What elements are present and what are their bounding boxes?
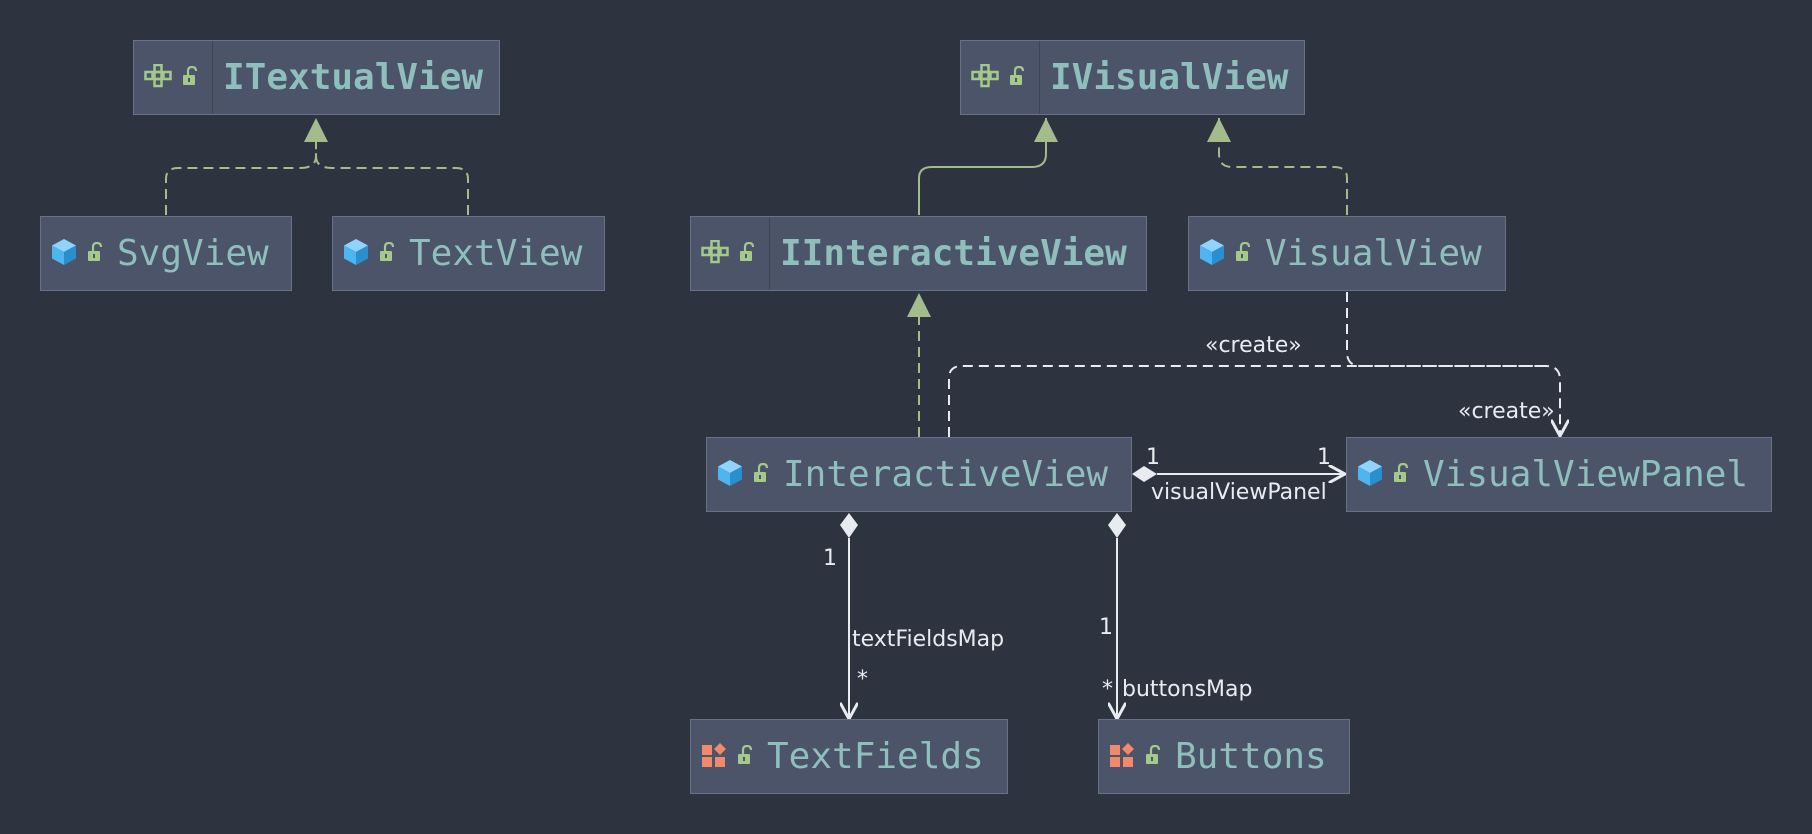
unlocked-icon: [1145, 744, 1163, 769]
node-svgview[interactable]: SvgView: [40, 216, 292, 291]
class-icon: [51, 238, 77, 270]
node-textview[interactable]: TextView: [332, 216, 605, 291]
association-multiplicity: *: [1102, 677, 1113, 702]
node-visualviewpanel[interactable]: VisualViewPanel: [1346, 437, 1772, 512]
node-name: Buttons: [1175, 736, 1327, 777]
interface-icon: [144, 63, 172, 92]
unlocked-icon: [1235, 241, 1253, 266]
node-icons: [961, 41, 1040, 114]
node-icons: [134, 41, 213, 114]
diamond-visualviewpanel: [1132, 466, 1157, 482]
create-label: «create»: [1205, 333, 1302, 358]
node-icons: [1189, 217, 1265, 290]
node-icons: [707, 438, 783, 511]
node-buttons[interactable]: Buttons: [1098, 719, 1350, 794]
association-multiplicity: *: [857, 667, 868, 692]
unlocked-icon: [739, 241, 757, 266]
unlocked-icon: [1393, 462, 1411, 487]
node-interactiveview[interactable]: InteractiveView: [706, 437, 1132, 512]
association-label: textFieldsMap: [852, 627, 1005, 652]
node-name: IVisualView: [1050, 57, 1289, 98]
unlocked-icon: [753, 462, 771, 487]
class-icon: [1199, 238, 1225, 270]
node-name: InteractiveView: [783, 454, 1109, 495]
class-icon: [343, 238, 369, 270]
node-icons: [1099, 720, 1175, 793]
node-name: TextFields: [767, 736, 984, 777]
node-textfields[interactable]: TextFields: [690, 719, 1008, 794]
edge-svgview-itextualview: [165, 118, 328, 215]
create-label: «create»: [1458, 399, 1555, 424]
class-icon: [717, 459, 743, 491]
edge-visualview-ivisualview: [1207, 118, 1348, 215]
edge-create-visualview: [1346, 292, 1546, 367]
association-multiplicity: 1: [823, 546, 837, 571]
edge-textview-itextualview: [315, 118, 469, 215]
edge-create-interactiveview: [948, 365, 1560, 437]
association-multiplicity: 1: [1317, 445, 1331, 470]
node-name: TextView: [409, 233, 583, 274]
node-itextualview[interactable]: ITextualView: [133, 40, 500, 115]
unlocked-icon: [87, 241, 105, 266]
interface-icon: [701, 239, 729, 268]
class-icon: [1357, 459, 1383, 491]
node-icons: [41, 217, 117, 290]
node-icons: [691, 720, 767, 793]
diamond-textfields: [840, 513, 858, 538]
edge-iinteractiveview-ivisualview: [918, 118, 1058, 215]
diamond-buttons: [1108, 513, 1126, 538]
node-ivisualview[interactable]: IVisualView: [960, 40, 1305, 115]
node-icons: [1347, 438, 1423, 511]
node-visualview[interactable]: VisualView: [1188, 216, 1506, 291]
node-icons: [333, 217, 409, 290]
node-iinteractiveview[interactable]: IInteractiveView: [690, 216, 1147, 291]
unlocked-icon: [1009, 65, 1027, 90]
association-label: visualViewPanel: [1151, 480, 1327, 505]
enum-icon: [1109, 742, 1135, 772]
node-icons: [691, 217, 770, 290]
node-name: SvgView: [117, 233, 269, 274]
association-multiplicity: 1: [1146, 445, 1160, 470]
association-multiplicity: 1: [1099, 615, 1113, 640]
unlocked-icon: [379, 241, 397, 266]
interface-icon: [971, 63, 999, 92]
unlocked-icon: [182, 65, 200, 90]
enum-icon: [701, 742, 727, 772]
association-label: buttonsMap: [1122, 677, 1253, 702]
node-name: ITextualView: [223, 57, 484, 98]
node-name: VisualViewPanel: [1423, 454, 1749, 495]
node-name: VisualView: [1265, 233, 1482, 274]
unlocked-icon: [737, 744, 755, 769]
node-name: IInteractiveView: [780, 233, 1127, 274]
